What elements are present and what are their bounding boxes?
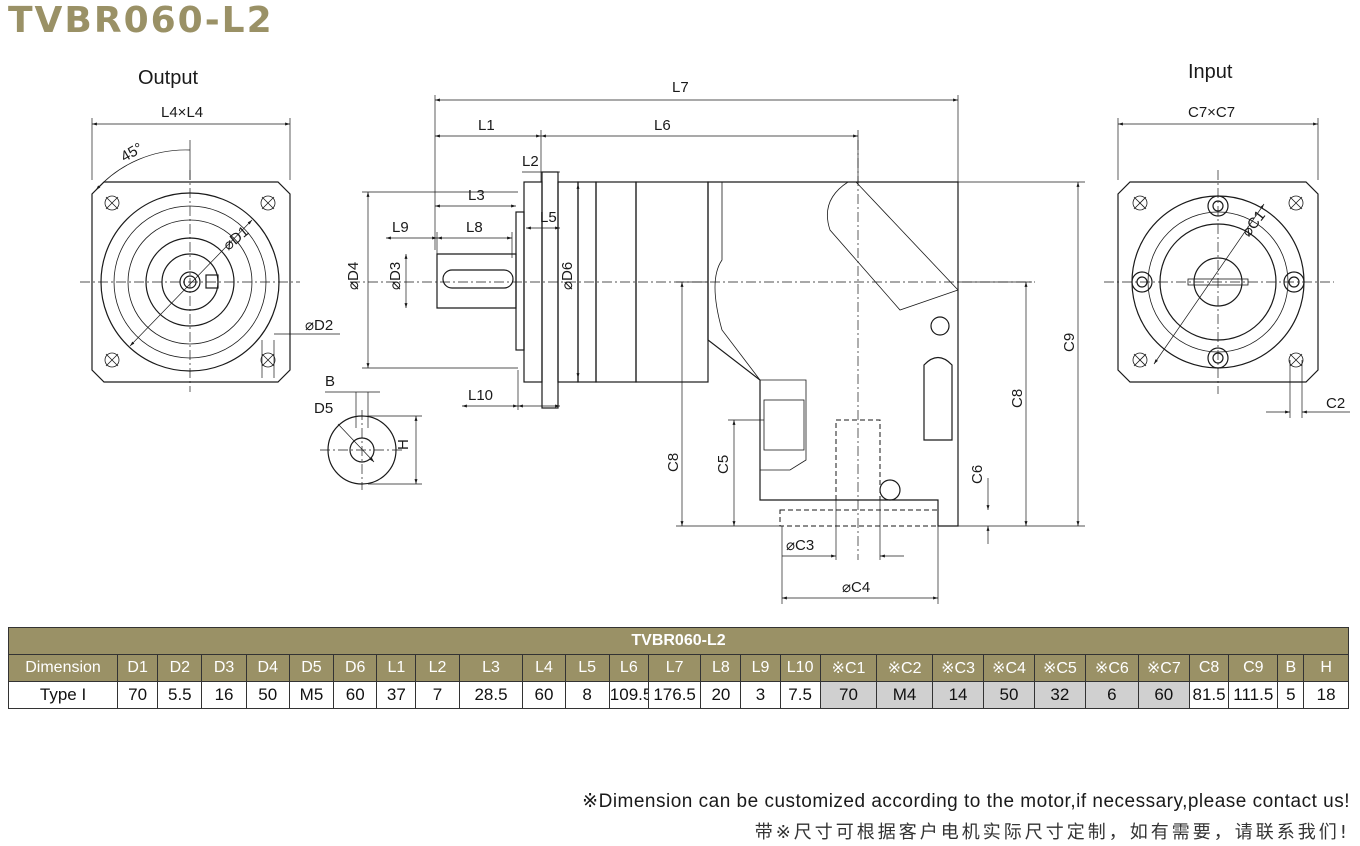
table-cell: 109.5: [608, 681, 649, 709]
table-cell: 16: [201, 681, 247, 709]
table-cell: 28.5: [458, 681, 524, 709]
customization-note-cn: 带※尺寸可根据客户电机实际尺寸定制，如有需要，请联系我们!: [754, 822, 1350, 843]
dim-L4xL4: L4×L4: [161, 104, 203, 121]
table-cell: 14: [931, 681, 985, 709]
table-cell: 60: [1137, 681, 1191, 709]
customization-note: ※Dimension can be customized according t…: [582, 791, 1350, 812]
dim-C6: C6: [969, 465, 986, 484]
header-cell: L8: [700, 654, 742, 682]
output-label: Output: [138, 67, 198, 89]
header-cell: D2: [157, 654, 203, 682]
dim-B: B: [325, 373, 335, 390]
table-cell: 3: [740, 681, 781, 709]
table-row: Type I 70 5.5 16 50 M5 60 37 7 28.5 60 8…: [7, 681, 1349, 709]
table-caption: TVBR060-L2: [8, 627, 1349, 655]
dim-L2: L2: [522, 153, 539, 170]
table-cell: 37: [376, 681, 417, 709]
dim-D6: ⌀D6: [559, 262, 576, 290]
dim-C8-left: C8: [665, 453, 682, 472]
dim-L5: L5: [540, 209, 557, 226]
header-cell: D5: [288, 654, 335, 682]
table-cell: M5: [288, 681, 335, 709]
dim-D2: ⌀D2: [305, 317, 333, 334]
dim-D5: D5: [314, 400, 333, 417]
dim-L8: L8: [466, 219, 483, 236]
dim-L10: L10: [468, 387, 493, 404]
header-cell: L5: [564, 654, 610, 682]
table-cell: 60: [333, 681, 378, 709]
header-cell: D3: [201, 654, 247, 682]
header-cell: D1: [117, 654, 159, 682]
table-cell: 20: [700, 681, 742, 709]
table-cell: 32: [1033, 681, 1087, 709]
dim-L1: L1: [478, 117, 495, 134]
dim-C5: C5: [715, 455, 732, 474]
dim-L7: L7: [672, 79, 689, 96]
dim-C9: C9: [1061, 333, 1078, 352]
header-cell: L2: [415, 654, 460, 682]
table-cell: Type I: [7, 681, 119, 709]
shaft-end-view: B D5 H: [314, 373, 422, 490]
dim-L9: L9: [392, 219, 409, 236]
header-cell: D6: [333, 654, 378, 682]
table-cell: 5.5: [157, 681, 203, 709]
output-view: Output L4×L4 45° ⌀D1 ⌀D2: [80, 67, 340, 392]
header-cell: D4: [245, 654, 290, 682]
dim-C8-right: C8: [1009, 389, 1026, 408]
header-cell: L9: [740, 654, 781, 682]
header-cell: ※C4: [983, 654, 1035, 682]
table-caption-row: TVBR060-L2: [8, 627, 1349, 655]
technical-drawing: Output L4×L4 45° ⌀D1 ⌀D2: [80, 61, 1350, 604]
dim-C2: C2: [1326, 395, 1345, 412]
table-cell: 50: [983, 681, 1035, 709]
page-title: TVBR060-L2: [8, 0, 274, 41]
header-cell: L10: [779, 654, 821, 682]
header-cell: L3: [458, 654, 524, 682]
header-cell: L6: [608, 654, 649, 682]
dim-D1: ⌀D1: [220, 223, 253, 254]
header-cell: L1: [376, 654, 417, 682]
dim-C4: ⌀C4: [842, 579, 870, 596]
header-cell: L7: [647, 654, 702, 682]
input-view: Input C7×C7 ⌀C1 C2: [1104, 61, 1350, 418]
table-cell: 5: [1277, 681, 1305, 709]
table-cell: 6: [1085, 681, 1139, 709]
table-header-row: Dimension D1 D2 D3 D4 D5 D6 L1 L2 L3 L4 …: [7, 654, 1349, 682]
table-cell: 70: [819, 681, 878, 709]
dim-C7xC7: C7×C7: [1188, 104, 1235, 121]
table-cell: 8: [564, 681, 610, 709]
spec-table: TVBR060-L2 Dimension D1 D2 D3 D4 D5 D6 L…: [7, 627, 1349, 709]
header-cell: ※C7: [1137, 654, 1191, 682]
table-cell: 111.5: [1228, 681, 1279, 709]
table-cell: 7: [415, 681, 460, 709]
table-cell: M4: [876, 681, 933, 709]
table-cell: 7.5: [779, 681, 821, 709]
side-view: L7 L1 L6 L2 L3 L5 L9 L8 ⌀D4 ⌀D3 ⌀D6: [345, 79, 1085, 604]
table-cell: 18: [1303, 681, 1349, 709]
table-cell: 81.5: [1189, 681, 1230, 709]
dim-L3: L3: [468, 187, 485, 204]
header-cell: B: [1277, 654, 1305, 682]
header-cell: H: [1303, 654, 1349, 682]
table-cell: 50: [245, 681, 290, 709]
header-cell: ※C1: [819, 654, 878, 682]
table-cell: 60: [522, 681, 566, 709]
header-cell: ※C2: [876, 654, 933, 682]
input-label: Input: [1188, 61, 1233, 83]
header-cell: ※C5: [1033, 654, 1087, 682]
dim-C3: ⌀C3: [786, 537, 814, 554]
table-cell: 176.5: [647, 681, 702, 709]
dim-L6: L6: [654, 117, 671, 134]
dim-45deg: 45°: [118, 140, 146, 166]
dim-H: H: [395, 439, 412, 450]
header-cell: L4: [522, 654, 566, 682]
header-cell: ※C6: [1085, 654, 1139, 682]
header-cell: C8: [1189, 654, 1230, 682]
header-cell: C9: [1228, 654, 1279, 682]
header-cell: ※C3: [931, 654, 985, 682]
header-cell: Dimension: [7, 654, 119, 682]
dim-D3: ⌀D3: [387, 262, 404, 290]
table-cell: 70: [117, 681, 159, 709]
dim-D4: ⌀D4: [345, 262, 362, 290]
